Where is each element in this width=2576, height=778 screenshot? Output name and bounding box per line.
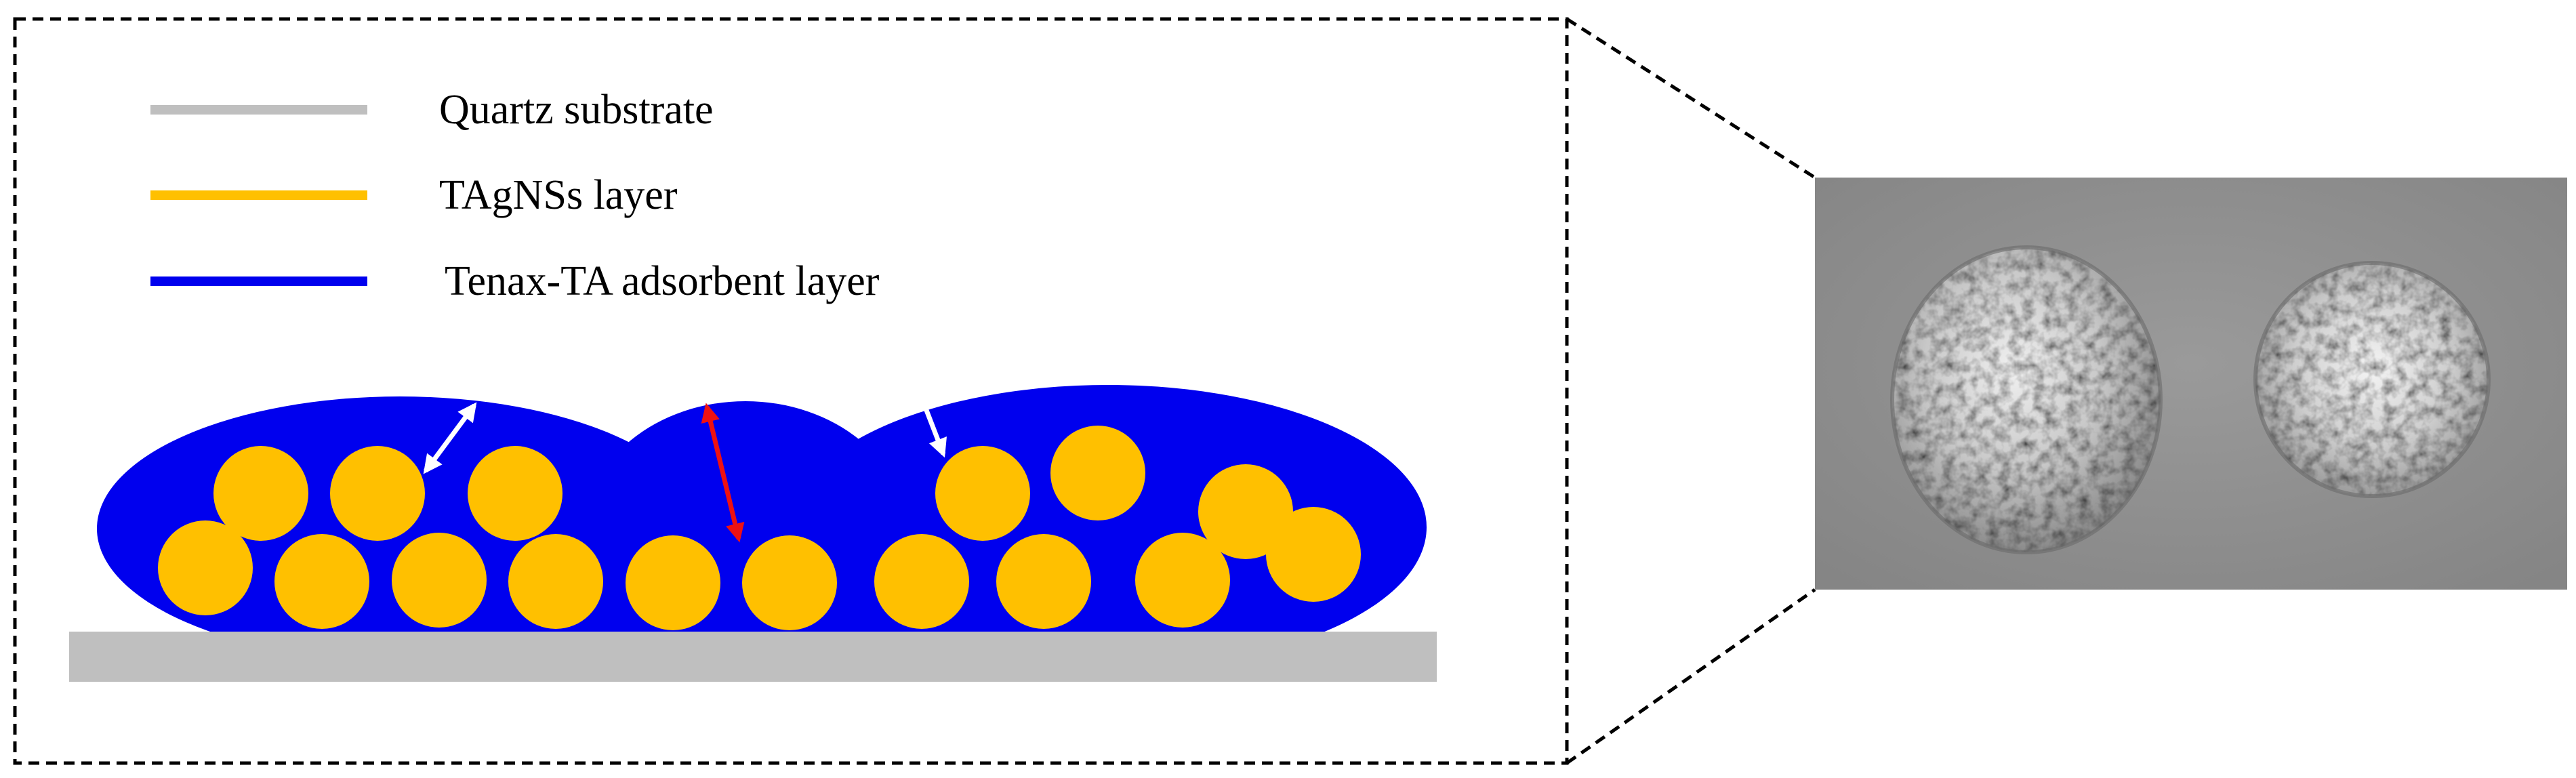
legend-label-nanosheets: TAgNSs layer <box>439 172 678 218</box>
legend-label-quartz: Quartz substrate <box>439 87 714 133</box>
nanosheet-particles <box>158 426 1361 630</box>
sample-spot-left <box>1892 247 2161 552</box>
sample-photo <box>1815 178 2567 590</box>
thickness-arrow-left <box>423 402 477 474</box>
thickness-arrow-right <box>917 390 947 458</box>
quartz-substrate <box>69 632 1437 682</box>
zoom-line-bottom <box>1566 588 1816 765</box>
zoom-line-top <box>1566 17 1816 180</box>
schematic-frame <box>13 17 1569 765</box>
legend: Quartz substrate TAgNSs layer Tenax-TA a… <box>150 87 880 304</box>
sample-spot-right <box>2255 263 2489 496</box>
legend-label-adsorbent: Tenax-TA adsorbent layer <box>445 258 880 304</box>
thickness-arrow-middle <box>701 403 745 543</box>
